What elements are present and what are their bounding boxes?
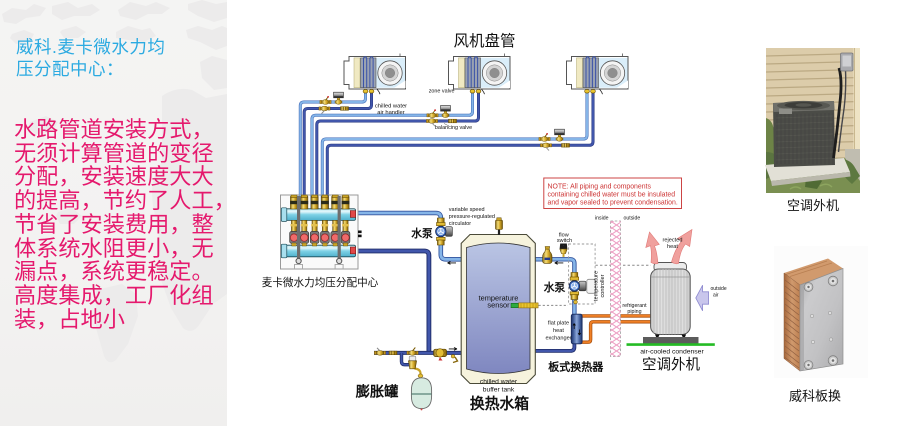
svg-text:buffer tank: buffer tank	[483, 386, 515, 393]
svg-text:chilled water: chilled water	[480, 379, 518, 386]
svg-text:circulator: circulator	[449, 221, 471, 227]
svg-text:variable speed: variable speed	[449, 207, 485, 213]
svg-text:containing chilled water must: containing chilled water must be insulat…	[548, 192, 676, 199]
svg-text:空调外机: 空调外机	[642, 357, 700, 374]
svg-text:and vapor sealed to prevent co: and vapor sealed to prevent condensation…	[548, 200, 678, 207]
svg-text:pressure-regulated: pressure-regulated	[449, 214, 495, 220]
svg-text:piping: piping	[627, 309, 641, 315]
svg-text:outside: outside	[711, 286, 727, 292]
svg-text:rejected: rejected	[663, 238, 683, 244]
svg-text:balancing valve: balancing valve	[435, 125, 472, 131]
svg-text:sensor: sensor	[487, 301, 510, 310]
svg-text:outside: outside	[624, 216, 641, 222]
svg-text:heat: heat	[667, 244, 678, 250]
svg-text:switch: switch	[557, 238, 572, 244]
svg-text:air: air	[713, 292, 719, 298]
svg-text:refrigerant: refrigerant	[622, 303, 647, 309]
svg-text:换热水箱: 换热水箱	[470, 394, 529, 412]
svg-text:风机盘管: 风机盘管	[453, 31, 515, 50]
svg-text:controller: controller	[600, 274, 606, 297]
svg-text:flat plate: flat plate	[548, 321, 569, 327]
svg-text:zone valve: zone valve	[429, 88, 455, 94]
svg-text:板式换热器: 板式换热器	[548, 360, 604, 374]
svg-text:膨胀罐: 膨胀罐	[356, 384, 399, 401]
svg-text:heat: heat	[553, 328, 564, 334]
svg-text:空调外机: 空调外机	[787, 198, 839, 213]
svg-text:威科板换: 威科板换	[789, 389, 841, 404]
svg-text:水泵: 水泵	[411, 226, 433, 240]
svg-text:chilled water: chilled water	[375, 103, 407, 109]
svg-text:水泵: 水泵	[544, 280, 566, 294]
svg-text:exchanger: exchanger	[545, 335, 571, 341]
svg-text:麦卡微水力均压分配中心: 麦卡微水力均压分配中心	[262, 276, 379, 289]
svg-text:flow: flow	[559, 232, 569, 238]
svg-text:NOTE: All piping and componen: NOTE: All piping and components	[548, 184, 652, 191]
svg-text:temperature: temperature	[479, 293, 519, 302]
svg-text:air handler: air handler	[377, 110, 404, 116]
svg-text:temperature: temperature	[594, 271, 600, 301]
svg-text:inside: inside	[595, 216, 609, 222]
svg-text:air-cooled condenser: air-cooled condenser	[640, 348, 704, 355]
